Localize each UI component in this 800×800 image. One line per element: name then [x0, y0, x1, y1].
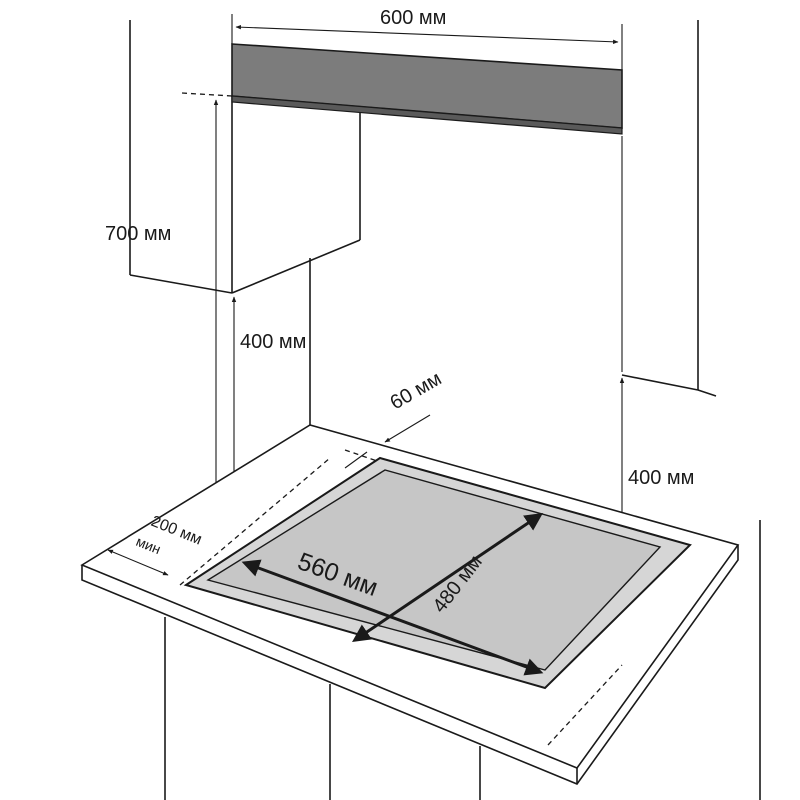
hood-width-label: 600 мм — [380, 7, 446, 29]
clearance-dashes — [179, 449, 623, 746]
side-clearance-dimension: 400 мм — [619, 136, 694, 666]
height-700-label: 700 мм — [105, 223, 171, 245]
side-clearance-label: 400 мм — [628, 467, 694, 489]
wall-cabinet — [231, 96, 361, 294]
back-gap-label: 60 мм — [387, 368, 446, 415]
wall-lines — [129, 20, 717, 425]
cabinet-clearance-label: 400 мм — [240, 331, 306, 353]
height-700-dimension: 700 мм — [105, 92, 233, 536]
range-hood — [231, 43, 623, 135]
hood-width-dimension: 600 мм — [231, 7, 623, 70]
